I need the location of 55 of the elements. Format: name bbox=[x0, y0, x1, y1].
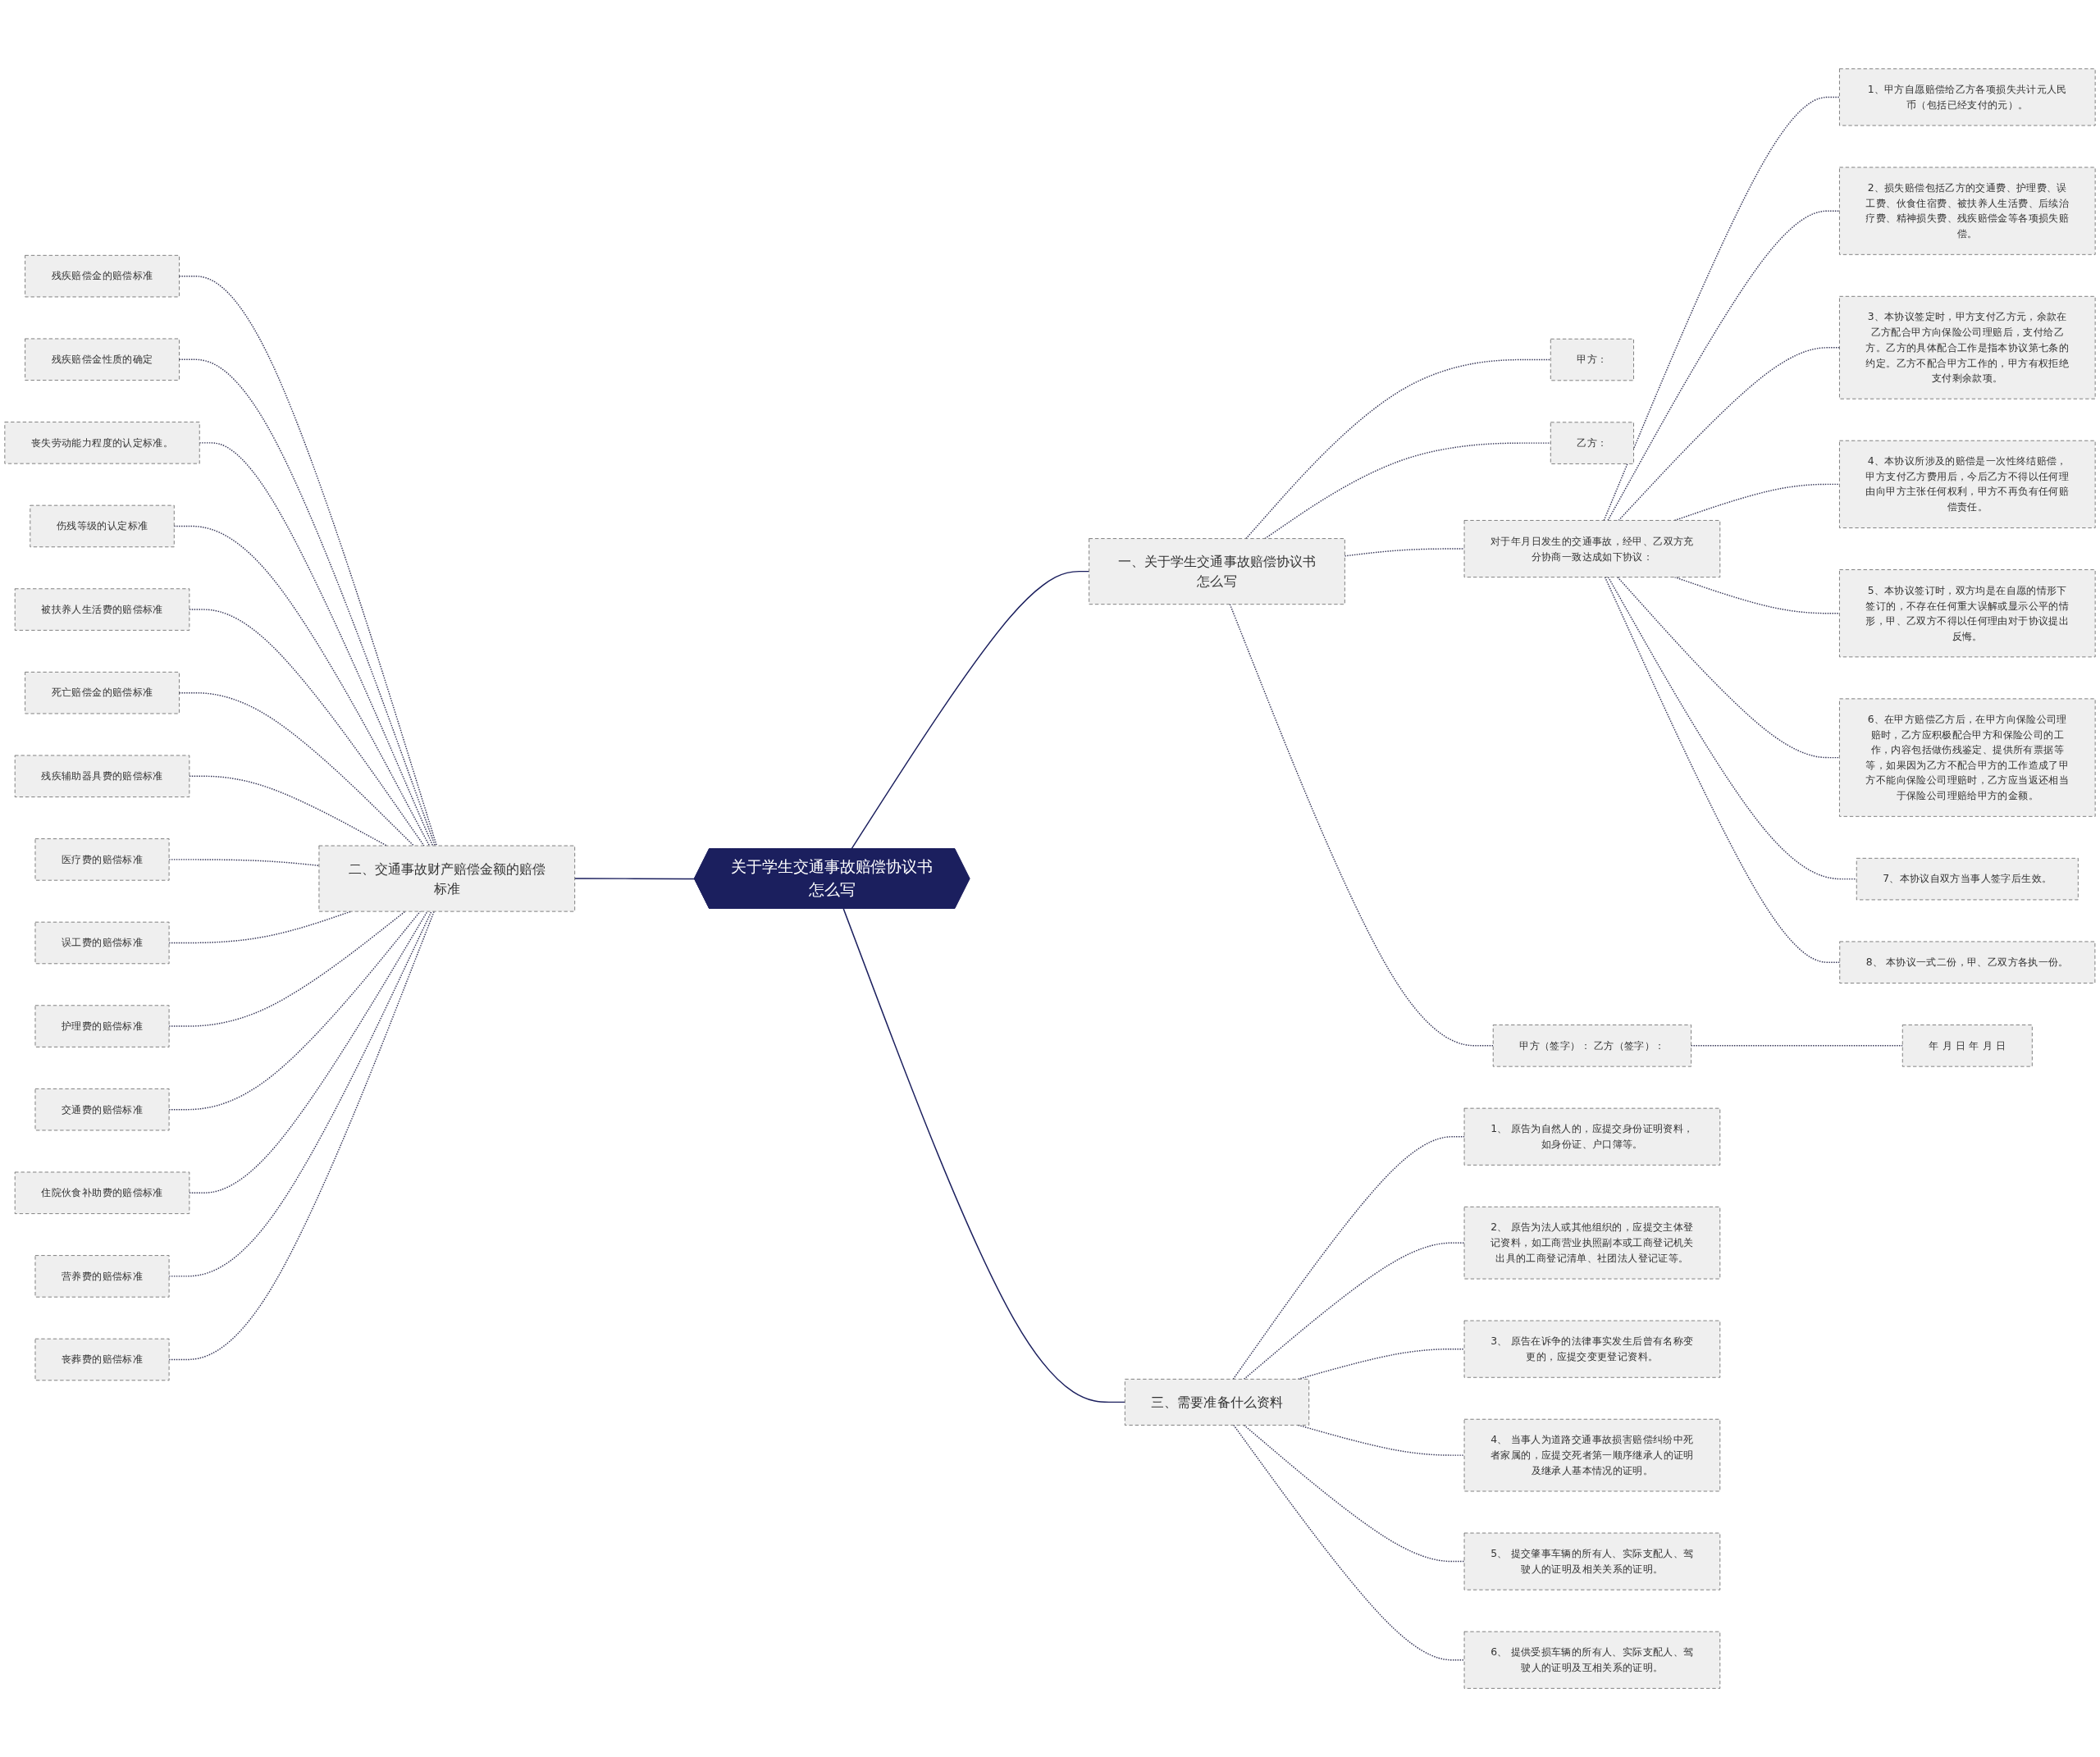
node-box bbox=[25, 338, 180, 381]
connector bbox=[1690, 1045, 1903, 1047]
connector bbox=[1243, 1424, 1465, 1563]
node-box bbox=[14, 588, 190, 631]
node-box bbox=[34, 838, 170, 881]
node-box bbox=[34, 1255, 170, 1298]
connector bbox=[1604, 576, 1841, 963]
connector bbox=[1229, 603, 1494, 1047]
node-box bbox=[1839, 295, 2096, 399]
node-box bbox=[1839, 569, 2096, 658]
connector bbox=[1617, 576, 1841, 759]
connector bbox=[1607, 576, 1857, 880]
connector bbox=[1618, 346, 1841, 522]
node-box bbox=[1839, 941, 2096, 983]
connector bbox=[842, 908, 1126, 1403]
connector bbox=[1232, 1135, 1465, 1380]
node-box bbox=[1463, 1532, 1721, 1590]
node-box bbox=[34, 1338, 170, 1381]
node-box bbox=[1463, 520, 1721, 577]
node-box bbox=[14, 755, 190, 797]
node-box bbox=[1856, 857, 2079, 901]
node-box bbox=[34, 1005, 170, 1047]
node-box bbox=[34, 1088, 170, 1131]
node-box bbox=[1550, 338, 1634, 381]
connector bbox=[1243, 1242, 1465, 1380]
connector bbox=[1607, 210, 1841, 522]
node-box bbox=[318, 845, 576, 912]
connector bbox=[1233, 1424, 1465, 1661]
node-box bbox=[1839, 68, 2096, 126]
node-box bbox=[34, 921, 170, 965]
connector bbox=[1264, 442, 1551, 540]
connector bbox=[189, 910, 428, 1193]
node-box bbox=[1463, 1107, 1721, 1166]
connector bbox=[1603, 96, 1841, 522]
node-box bbox=[1839, 698, 2096, 817]
node-box bbox=[1125, 1378, 1310, 1426]
node-box bbox=[1463, 1320, 1721, 1378]
node-box bbox=[1463, 1206, 1721, 1280]
node-box bbox=[14, 1171, 190, 1214]
node-box bbox=[1463, 1631, 1721, 1689]
node-box bbox=[25, 671, 180, 714]
connector bbox=[1245, 358, 1551, 540]
connector bbox=[851, 570, 1090, 850]
node-box bbox=[1492, 1025, 1691, 1067]
node-box bbox=[1839, 167, 2096, 255]
node-box bbox=[1550, 422, 1634, 464]
node-box bbox=[25, 254, 180, 298]
node-box bbox=[1089, 538, 1345, 605]
node-box bbox=[1839, 440, 2096, 528]
node-box bbox=[30, 504, 175, 548]
node-box bbox=[1901, 1025, 2033, 1067]
node-box bbox=[1463, 1418, 1721, 1492]
connector bbox=[189, 609, 425, 847]
node-box bbox=[4, 422, 200, 464]
connector bbox=[573, 878, 696, 880]
